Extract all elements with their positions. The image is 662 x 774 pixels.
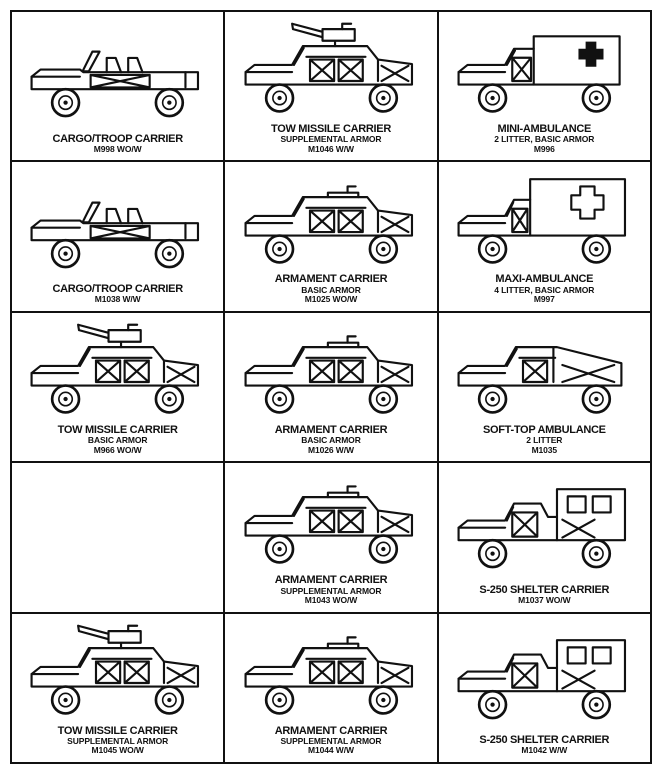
vehicle-caption: CARGO/TROOP CARRIER M1038 W/W	[52, 282, 183, 306]
cell-m1025: ARMAMENT CARRIER BASIC ARMOR M1025 WO/W	[225, 162, 437, 311]
vehicle-illustration	[443, 317, 646, 424]
cell-m1042: S-250 SHELTER CARRIER M1042 W/W	[438, 613, 650, 762]
tow-missile-carrier-icon	[242, 18, 421, 121]
vehicle-name: MAXI-AMBULANCE	[495, 273, 594, 286]
vehicle-illustration	[229, 317, 432, 424]
soft-top-ambulance-icon	[455, 319, 634, 422]
vehicle-caption: SOFT-TOP AMBULANCE 2 LITTER M1035	[483, 424, 606, 456]
armament-carrier-icon	[242, 169, 421, 272]
vehicle-caption: ARMAMENT CARRIER BASIC ARMOR M1025 WO/W	[275, 273, 388, 305]
vehicle-illustration	[443, 166, 646, 273]
vehicle-name: CARGO/TROOP CARRIER	[52, 132, 183, 145]
cell-m1044: ARMAMENT CARRIER SUPPLEMENTAL ARMOR M104…	[225, 613, 437, 762]
vehicle-caption: TOW MISSILE CARRIER BASIC ARMOR M966 WO/…	[58, 424, 178, 456]
vehicle-model: M1037 WO/W	[518, 595, 571, 606]
cell-m1043: ARMAMENT CARRIER SUPPLEMENTAL ARMOR M104…	[225, 463, 437, 612]
vehicle-armor-note: SUPPLEMENTAL ARMOR	[67, 735, 169, 746]
vehicle-illustration	[229, 166, 432, 273]
vehicle-armor-note: 2 LITTER	[526, 435, 563, 446]
vehicle-caption: TOW MISSILE CARRIER SUPPLEMENTAL ARMOR M…	[271, 123, 391, 155]
vehicle-illustration	[443, 16, 646, 123]
vehicle-name: ARMAMENT CARRIER	[274, 423, 388, 436]
vehicle-model: M1042 W/W	[521, 745, 568, 756]
vehicle-model: M1046 W/W	[308, 143, 354, 154]
cargo-troop-carrier-icon	[28, 22, 207, 126]
vehicle-caption: ARMAMENT CARRIER SUPPLEMENTAL ARMOR M104…	[275, 725, 388, 757]
vehicle-name: ARMAMENT CARRIER	[274, 574, 388, 587]
vehicle-model: M998 WO/W	[93, 143, 142, 154]
vehicle-illustration	[443, 467, 646, 584]
vehicle-illustration	[229, 467, 432, 574]
vehicle-model: M966 WO/W	[93, 444, 142, 455]
vehicle-model: M996	[533, 143, 555, 154]
vehicle-model: M1044 W/W	[308, 745, 354, 756]
vehicle-name: S-250 SHELTER CARRIER	[479, 583, 610, 596]
cell-m996: MINI-AMBULANCE 2 LITTER, BASIC ARMOR M99…	[438, 12, 650, 161]
vehicle-model: M1038 W/W	[94, 294, 141, 305]
vehicle-model: M1025 WO/W	[304, 294, 358, 305]
vehicle-name: CARGO/TROOP CARRIER	[52, 282, 183, 295]
mini-ambulance-icon	[455, 18, 634, 121]
vehicle-armor-note: SUPPLEMENTAL ARMOR	[280, 735, 382, 746]
vehicle-armor-note: BASIC ARMOR	[87, 435, 148, 446]
vehicle-illustration	[16, 317, 219, 424]
maxi-ambulance-icon	[455, 169, 634, 272]
vehicle-caption: TOW MISSILE CARRIER SUPPLEMENTAL ARMOR M…	[58, 725, 178, 757]
vehicle-illustration	[16, 16, 219, 133]
vehicle-name: TOW MISSILE CARRIER	[57, 423, 178, 436]
cell-m1045: TOW MISSILE CARRIER SUPPLEMENTAL ARMOR M…	[12, 613, 224, 762]
vehicle-caption: CARGO/TROOP CARRIER M998 WO/W	[52, 132, 183, 156]
vehicle-illustration	[16, 166, 219, 283]
vehicle-caption: MINI-AMBULANCE 2 LITTER, BASIC ARMOR M99…	[494, 123, 594, 155]
tow-missile-carrier-icon	[28, 319, 207, 422]
vehicle-armor-note: 4 LITTER, BASIC ARMOR	[494, 284, 595, 295]
vehicle-name: TOW MISSILE CARRIER	[57, 724, 178, 737]
cell-m1037: S-250 SHELTER CARRIER M1037 WO/W	[438, 463, 650, 612]
vehicle-name: MINI-AMBULANCE	[497, 123, 592, 136]
cell-m1046: TOW MISSILE CARRIER SUPPLEMENTAL ARMOR M…	[225, 12, 437, 161]
vehicle-model: M1043 WO/W	[304, 595, 358, 606]
vehicle-illustration	[229, 16, 432, 123]
cell-m997: MAXI-AMBULANCE 4 LITTER, BASIC ARMOR M99…	[438, 162, 650, 311]
vehicle-model: M1035	[531, 444, 558, 455]
vehicle-illustration	[443, 618, 646, 735]
vehicle-armor-note: BASIC ARMOR	[301, 284, 361, 295]
vehicle-armor-note: SUPPLEMENTAL ARMOR	[280, 134, 382, 145]
s250-shelter-carrier-icon	[455, 473, 634, 577]
vehicle-armor-note: 2 LITTER, BASIC ARMOR	[494, 134, 595, 145]
armament-carrier-icon	[242, 319, 421, 422]
vehicle-caption: S-250 SHELTER CARRIER M1042 W/W	[479, 734, 609, 757]
vehicle-name: SOFT-TOP AMBULANCE	[482, 423, 606, 436]
vehicle-model: M997	[533, 294, 555, 305]
vehicle-illustration	[229, 618, 432, 725]
armament-carrier-icon	[242, 620, 421, 723]
tow-missile-carrier-icon	[28, 620, 207, 723]
vehicle-caption: S-250 SHELTER CARRIER M1037 WO/W	[479, 584, 609, 607]
vehicle-caption: MAXI-AMBULANCE 4 LITTER, BASIC ARMOR M99…	[494, 273, 594, 305]
vehicle-armor-note: SUPPLEMENTAL ARMOR	[280, 585, 382, 596]
vehicle-illustration	[16, 618, 219, 725]
cell-empty	[12, 463, 224, 612]
armament-carrier-icon	[242, 469, 421, 572]
cell-m1038: CARGO/TROOP CARRIER M1038 W/W	[12, 162, 224, 311]
cargo-troop-carrier-icon	[28, 173, 207, 277]
vehicle-armor-note: BASIC ARMOR	[301, 435, 361, 446]
cell-m1026: ARMAMENT CARRIER BASIC ARMOR M1026 W/W	[225, 312, 437, 462]
vehicle-name: S-250 SHELTER CARRIER	[479, 734, 610, 747]
s250-shelter-carrier-icon	[455, 624, 634, 728]
vehicle-caption: ARMAMENT CARRIER BASIC ARMOR M1026 W/W	[275, 424, 388, 456]
vehicle-name: ARMAMENT CARRIER	[274, 724, 388, 737]
cell-m1035: SOFT-TOP AMBULANCE 2 LITTER M1035	[438, 312, 650, 462]
cell-m998: CARGO/TROOP CARRIER M998 WO/W	[12, 12, 224, 161]
vehicle-model: M1045 WO/W	[91, 745, 144, 756]
vehicle-caption: ARMAMENT CARRIER SUPPLEMENTAL ARMOR M104…	[275, 574, 388, 606]
vehicle-model: M1026 W/W	[308, 444, 354, 455]
vehicle-variant-grid: CARGO/TROOP CARRIER M998 WO/W TOW MISSIL…	[10, 10, 652, 764]
cell-m966: TOW MISSILE CARRIER BASIC ARMOR M966 WO/…	[12, 312, 224, 462]
vehicle-name: ARMAMENT CARRIER	[274, 273, 388, 286]
vehicle-name: TOW MISSILE CARRIER	[270, 123, 391, 136]
